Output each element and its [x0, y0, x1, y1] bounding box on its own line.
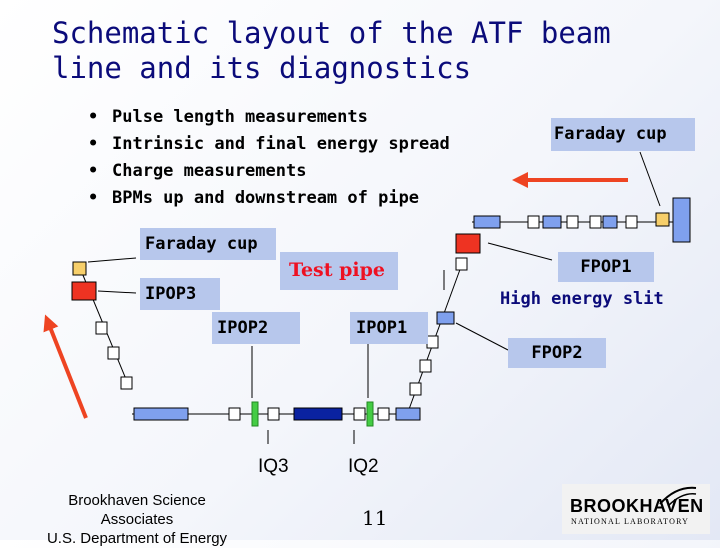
bottom-right-pipe — [395, 407, 421, 421]
leader-faraday-cup-right — [639, 151, 661, 207]
test-pipe-block — [293, 407, 343, 421]
test-pipe-box: Test pipe — [280, 252, 398, 290]
faraday-cup-left-label: Faraday cup — [140, 228, 276, 260]
bullet-item: Charge measurements — [88, 158, 450, 185]
title-line-2: line and its diagnostics — [52, 51, 472, 85]
beam-direction-arrow-left — [43, 314, 88, 419]
ipop3-label: IPOP3 — [140, 278, 220, 310]
left-red-block — [71, 281, 97, 301]
bottom-bpm — [267, 407, 280, 421]
ipop2-label: IPOP2 — [212, 312, 300, 344]
test-pipe-label: Test pipe — [289, 259, 386, 281]
iq2-label: IQ2 — [348, 456, 379, 477]
bottom-bpm — [377, 407, 390, 421]
leader-fpop2 — [455, 322, 509, 351]
leader-faraday-cup-left — [87, 257, 137, 263]
leader-fpop1 — [487, 242, 553, 261]
upper-bpm — [589, 215, 602, 229]
bullet-item: Pulse length measurements — [88, 104, 450, 131]
footer-line-3: U.S. Department of Energy — [46, 530, 228, 547]
faraday-cup-right-label: Faraday cup — [551, 118, 695, 151]
bottom-bpm — [353, 407, 366, 421]
left-yellow-screen — [72, 261, 87, 276]
iq2-quadrupole — [366, 401, 374, 427]
upper-red-block — [455, 233, 481, 254]
logo-name: BROOKHAVEN — [570, 496, 704, 516]
upper-pipe-segment — [542, 215, 562, 229]
diagnostics-list: Pulse length measurements Intrinsic and … — [88, 104, 450, 212]
right-bpm — [409, 382, 422, 396]
right-pipe-segment — [436, 311, 455, 325]
left-bpm — [120, 376, 133, 390]
upper-bpm — [527, 215, 540, 229]
leader-ipop3 — [97, 290, 137, 294]
fpop2-label: FPOP2 — [508, 338, 606, 368]
bottom-bpm — [228, 407, 241, 421]
logo-subtitle: NATIONAL LABORATORY — [571, 517, 690, 526]
bullet-item: Intrinsic and final energy spread — [88, 131, 450, 158]
left-bpm — [107, 346, 120, 360]
bullet-item: BPMs up and downstream of pipe — [88, 185, 450, 212]
high-energy-slit-label: High energy slit — [500, 289, 664, 309]
ipop1-label: IPOP1 — [350, 312, 428, 344]
logo-swoosh-icon — [659, 486, 697, 506]
right-bpm — [426, 335, 439, 349]
bottom-left-pipe — [133, 407, 189, 421]
upper-bpm — [625, 215, 638, 229]
iq3-quadrupole — [251, 401, 259, 427]
brookhaven-logo: BROOKHAVEN NATIONAL LABORATORY — [562, 484, 710, 534]
right-bpm — [455, 257, 468, 271]
faraday-cup-right-block — [672, 197, 691, 243]
footer-line-2: Associates — [100, 511, 174, 528]
left-bpm — [95, 321, 108, 335]
footer-organization: Brookhaven Science Associates U.S. Depar… — [37, 491, 237, 548]
right-bpm — [419, 359, 432, 373]
upper-pipe-segment — [602, 215, 618, 229]
fpop1-label: FPOP1 — [558, 252, 654, 282]
title-line-1: Schematic layout of the ATF beam — [52, 16, 611, 50]
upper-vacuum-block — [473, 215, 501, 229]
page-number: 11 — [362, 506, 388, 530]
iq3-label: IQ3 — [258, 456, 289, 477]
upper-bpm — [566, 215, 579, 229]
upper-yellow-screen — [655, 212, 670, 227]
footer-line-1: Brookhaven Science — [68, 492, 206, 509]
